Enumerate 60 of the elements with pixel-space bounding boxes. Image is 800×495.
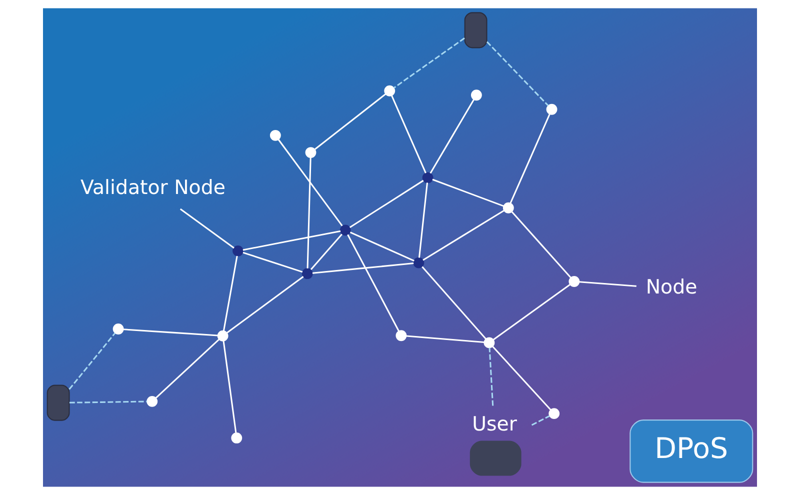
connector — [222, 340, 237, 433]
connector — [511, 211, 572, 278]
connector — [310, 234, 342, 270]
node-circle — [146, 396, 158, 407]
connector — [531, 415, 550, 426]
node-circle — [384, 85, 396, 96]
connector — [579, 281, 636, 287]
connector — [242, 230, 341, 251]
node-circle — [422, 172, 434, 184]
connector — [510, 114, 550, 204]
node-text: Node — [646, 276, 698, 299]
node-circle — [231, 432, 242, 444]
connector — [123, 328, 218, 336]
connector — [278, 139, 343, 226]
connector — [492, 284, 570, 340]
connector — [347, 234, 400, 332]
connector — [422, 266, 486, 340]
node-box — [470, 440, 522, 476]
connector — [180, 208, 234, 249]
node-circle — [484, 337, 495, 348]
node-phone — [464, 12, 488, 48]
connector — [418, 182, 428, 258]
connector — [68, 332, 116, 390]
connector — [422, 210, 504, 261]
node-circle — [302, 268, 313, 280]
node-circle — [502, 202, 514, 214]
connector — [314, 93, 386, 150]
node-circle — [546, 104, 558, 115]
node-circle — [112, 324, 124, 334]
node-circle — [470, 90, 482, 101]
node-circle — [305, 147, 316, 158]
connector — [486, 41, 549, 106]
node-circle — [232, 245, 244, 256]
connector — [350, 232, 414, 262]
node-phone — [46, 384, 70, 421]
node-circle — [396, 330, 407, 342]
connector — [222, 256, 238, 332]
connector — [492, 346, 552, 410]
connector — [69, 400, 148, 404]
connector — [226, 276, 304, 334]
connector — [306, 158, 312, 268]
connector — [393, 37, 465, 89]
connector — [242, 252, 303, 273]
node-circle — [217, 330, 228, 342]
node-circle — [270, 130, 281, 141]
connector — [390, 95, 426, 174]
connector — [432, 178, 504, 207]
node-circle — [413, 257, 424, 268]
node-circle — [340, 224, 351, 236]
node-text: Validator Node — [80, 176, 226, 199]
connector — [488, 348, 494, 406]
node-circle — [568, 276, 580, 287]
node-box: DPoS — [630, 419, 754, 483]
connector — [312, 262, 414, 274]
node-label: User — [472, 412, 517, 436]
node-circle — [548, 408, 560, 420]
connector — [349, 180, 424, 228]
connector — [406, 335, 484, 344]
connector — [430, 99, 474, 174]
connector — [155, 338, 220, 398]
